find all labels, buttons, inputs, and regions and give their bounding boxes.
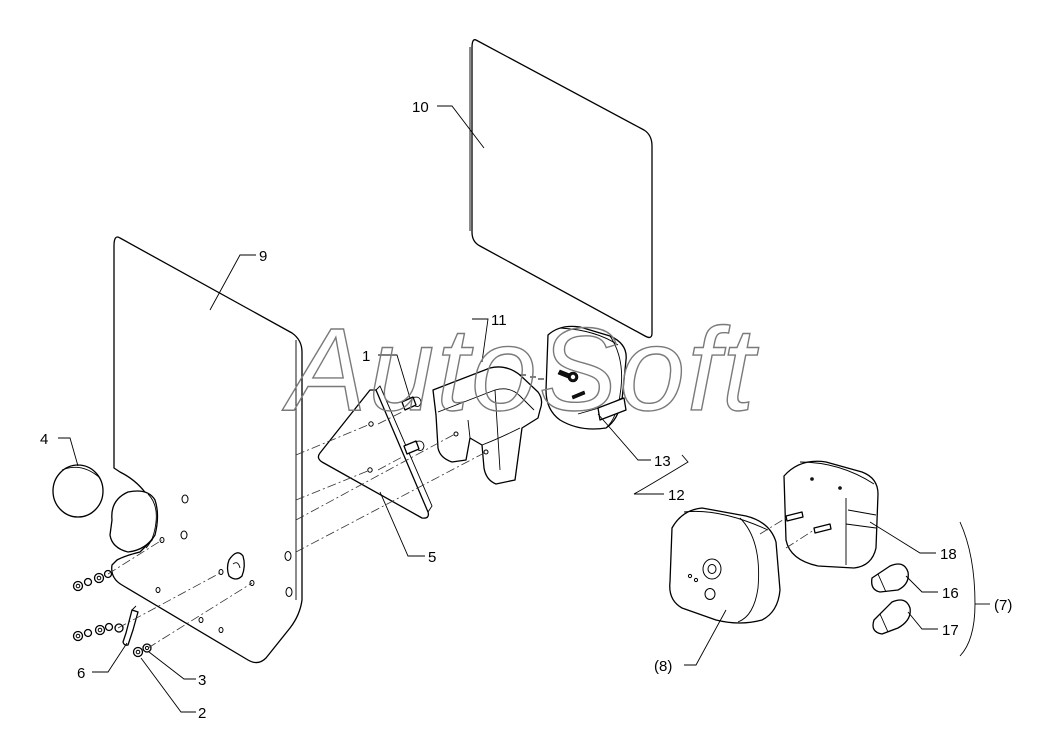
callout-3: 3	[198, 672, 206, 689]
callout-labels: 1 2 3 4 5 6 (7) (8) 9 10 11 12 13 16 17 …	[40, 99, 1012, 722]
callout-11: 11	[491, 312, 507, 329]
callout-8: (8)	[654, 658, 672, 675]
part-8-lamp-cover	[669, 507, 781, 624]
callout-9: 9	[259, 248, 267, 265]
part-6-clip	[122, 605, 139, 646]
watermark-text: AutoSoft	[282, 304, 759, 436]
part-16-bulb	[871, 563, 909, 593]
callout-18: 18	[940, 546, 957, 563]
part-17-bulb	[872, 599, 911, 635]
part-13-lamp-assembly	[519, 325, 627, 430]
callout-13: 13	[654, 453, 671, 470]
callout-1: 1	[362, 348, 370, 365]
callout-7: (7)	[994, 597, 1012, 614]
leader-lines	[58, 105, 990, 713]
part-4-reflector	[52, 464, 159, 553]
callout-4: 4	[40, 431, 48, 448]
callout-2: 2	[198, 705, 206, 722]
part-1-bolts	[401, 396, 425, 455]
callout-16: 16	[942, 585, 959, 602]
part-18-lamp-body	[783, 460, 879, 569]
part-9-bracket-plate	[111, 236, 303, 664]
callout-17: 17	[942, 622, 959, 639]
part-11-lamp-bracket	[432, 366, 543, 485]
part-2-3-nuts-washers	[72, 569, 152, 658]
callout-5: 5	[428, 549, 436, 566]
assembly-lines	[107, 411, 815, 649]
callout-10: 10	[412, 99, 429, 116]
part-10-plate	[469, 39, 653, 339]
callout-6: 6	[77, 665, 85, 682]
callout-12: 12	[668, 487, 685, 504]
